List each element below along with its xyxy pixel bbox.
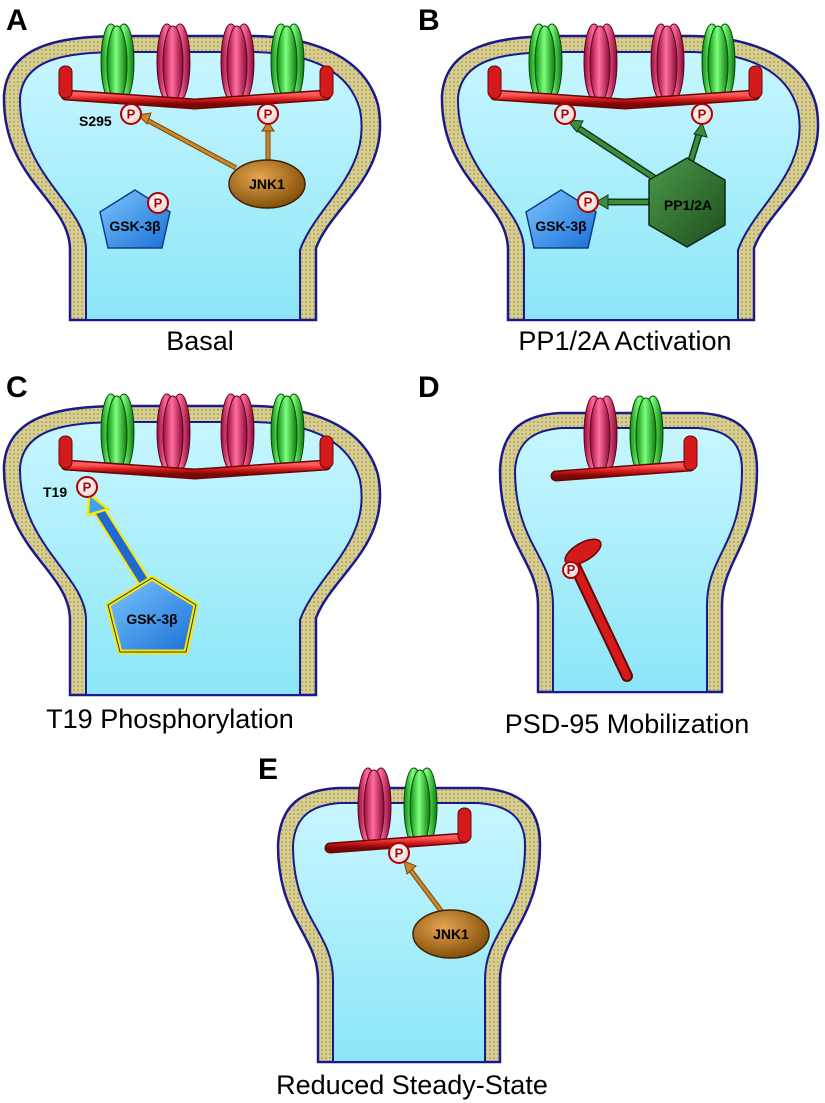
receptor-pink-d1 <box>583 395 618 475</box>
spine-cytoplasm-b <box>456 51 801 321</box>
psd95-scaffold-d <box>550 435 698 482</box>
receptor-pink-b2 <box>583 23 618 103</box>
spine-cytoplasm-c <box>18 421 363 696</box>
gsk3b-label: GSK-3β <box>109 218 161 234</box>
panel-a: A P P S295 JNK1 <box>2 4 382 356</box>
pp1-2a-enzyme: PP1/2A <box>648 157 726 248</box>
receptor-green-a1 <box>100 23 135 103</box>
receptor-green-c1 <box>100 393 135 473</box>
receptor-green-c4 <box>270 393 305 473</box>
psd95-scaffold-c <box>58 435 334 480</box>
receptors-c <box>100 393 305 473</box>
caption-basal: Basal <box>166 326 234 356</box>
psd95-scaffold-a <box>58 65 334 110</box>
panel-letter-e: E <box>258 753 278 786</box>
receptor-green-e2 <box>403 767 438 847</box>
p-symbol: P <box>698 107 707 122</box>
spine-cytoplasm-e <box>291 802 527 1063</box>
pp1-2a-arrows <box>565 119 708 210</box>
p-symbol: P <box>567 562 576 577</box>
receptor-pink-b3 <box>650 23 685 103</box>
receptors-a <box>100 23 305 103</box>
receptor-pink-a3 <box>220 23 255 103</box>
jnk1-label: JNK1 <box>433 926 469 942</box>
gsk3b-label: GSK-3β <box>535 218 587 234</box>
receptor-green-d2 <box>629 395 664 475</box>
arrow-gsk3b-to-t19 <box>86 491 154 592</box>
receptor-green-b4 <box>701 23 736 103</box>
caption-psd95-mobilization: PSD-95 Mobilization <box>505 709 750 739</box>
phospho-gsk3b-a: P <box>147 192 169 214</box>
panel-letter-d: D <box>418 371 440 404</box>
gsk3b-label: GSK-3β <box>126 611 178 627</box>
psd95-scaffold-b <box>487 65 763 110</box>
phospho-c-term-a: P <box>257 103 279 125</box>
p-symbol: P <box>584 195 593 210</box>
psd95-mobilized: P <box>562 538 633 682</box>
site-label-s295: S295 <box>79 113 112 129</box>
panel-e: E P JNK1 Reduced Steady-State <box>258 753 548 1100</box>
caption-pp1-2a-activation: PP1/2A Activation <box>518 326 731 356</box>
spine-cytoplasm-d <box>513 427 744 693</box>
phospho-gsk3b-b: P <box>577 191 599 213</box>
p-symbol: P <box>561 107 570 122</box>
receptor-pink-a2 <box>156 23 191 103</box>
jnk1-enzyme-e: JNK1 <box>412 909 490 959</box>
phospho-t19-c: P <box>76 476 98 498</box>
receptor-pink-c3 <box>220 393 255 473</box>
receptor-green-a4 <box>270 23 305 103</box>
panel-letter-c: C <box>6 371 28 404</box>
panel-letter-b: B <box>418 4 440 37</box>
receptors-e <box>357 767 438 847</box>
pp1-2a-label: PP1/2A <box>664 197 712 213</box>
phospho-c-term-b: P <box>691 103 713 125</box>
jnk1-label: JNK1 <box>249 176 285 192</box>
receptor-green-b1 <box>528 23 563 103</box>
receptor-pink-c2 <box>156 393 191 473</box>
receptor-pink-e1 <box>357 767 392 847</box>
p-symbol: P <box>154 196 163 211</box>
p-symbol: P <box>395 846 404 861</box>
phospho-e: P <box>388 842 410 864</box>
receptors-b <box>528 23 736 103</box>
panel-b: B P <box>418 4 820 356</box>
panel-c: C P T19 GSK-3β T19 Pho <box>2 371 382 734</box>
caption-t19-phosphorylation: T19 Phosphorylation <box>46 704 294 734</box>
phospho-s295-b: P <box>554 103 576 125</box>
phospho-s295-a: P <box>120 103 142 125</box>
panel-d: D P PSD-95 Mobilization <box>418 371 759 739</box>
site-label-t19: T19 <box>43 484 67 500</box>
p-symbol: P <box>264 107 273 122</box>
jnk1-enzyme-a: JNK1 <box>228 159 306 209</box>
p-symbol: P <box>127 107 136 122</box>
caption-reduced-steady-state: Reduced Steady-State <box>276 1070 548 1100</box>
panel-letter-a: A <box>6 4 28 37</box>
gsk3b-enzyme-c: GSK-3β <box>105 575 199 655</box>
receptors-d <box>583 395 664 475</box>
p-symbol: P <box>83 480 92 495</box>
